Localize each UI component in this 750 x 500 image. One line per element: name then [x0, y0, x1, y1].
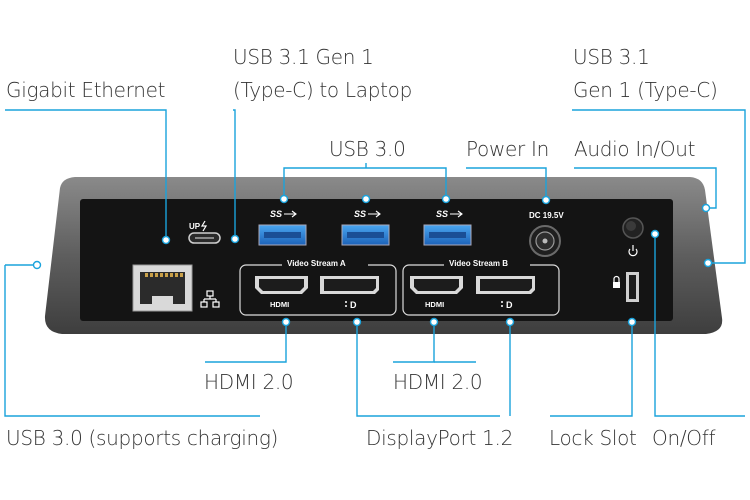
- hdmi-port-b: [410, 276, 463, 294]
- leader-ethernet: [5, 109, 167, 236]
- label-usb31-typec-line2: Gen 1 (Type-C): [573, 78, 718, 102]
- svg-text:D: D: [350, 300, 357, 310]
- label-gigabit-ethernet: Gigabit Ethernet: [6, 78, 166, 102]
- up-mark: UP: [189, 222, 201, 231]
- leader-displayport-a: [356, 323, 500, 417]
- svg-text:SS: SS: [270, 209, 282, 219]
- dot-usbc-laptop: [230, 234, 240, 244]
- displayport-a: [320, 276, 379, 294]
- lock-icon: [613, 275, 620, 288]
- label-hdmi-b: HDMI 2.0: [393, 370, 483, 394]
- leader-usb30: [283, 167, 447, 196]
- dot-usb30-charging: [32, 260, 42, 270]
- label-usb31-laptop-line2: (Type-C) to Laptop: [233, 78, 412, 102]
- label-usb30: USB 3.0: [329, 137, 406, 161]
- label-usb30-charging: USB 3.0 (supports charging): [6, 426, 279, 450]
- dot-usb30-1: [279, 194, 289, 204]
- lock-slot: [626, 272, 639, 302]
- dot-lock-slot: [627, 317, 637, 327]
- leader-power-in: [466, 167, 547, 197]
- usb-ss-logo-1: SS: [270, 209, 297, 219]
- label-displayport: DisplayPort 1.2: [366, 426, 514, 450]
- svg-text:D: D: [506, 300, 513, 310]
- ethernet-port: [132, 264, 193, 312]
- dot-on-off: [650, 229, 660, 239]
- dot-hdmi-b: [429, 317, 439, 327]
- dot-usb30-2: [361, 194, 371, 204]
- label-lock-slot: Lock Slot: [549, 426, 637, 450]
- leader-usb30-charging: [4, 265, 260, 417]
- hdmi-port-a: [255, 276, 308, 294]
- video-stream-a-title-bg: [282, 258, 368, 268]
- dot-displayport-a: [352, 317, 362, 327]
- svg-text:SS: SS: [354, 209, 366, 219]
- power-icon: [628, 245, 638, 257]
- video-stream-a-title: Video Stream A: [287, 259, 346, 268]
- leader-usbc-laptop: [233, 109, 236, 238]
- label-audio: Audio In/Out: [574, 137, 696, 161]
- dot-hdmi-a: [281, 317, 291, 327]
- dot-power-in: [541, 195, 551, 205]
- network-icon: [200, 290, 220, 308]
- leader-lock-slot: [550, 323, 633, 417]
- dot-usb30-3: [441, 194, 451, 204]
- dot-audio: [701, 203, 711, 213]
- power-button: [622, 217, 644, 239]
- usb-3-port-2: [341, 224, 390, 246]
- dot-ethernet: [161, 235, 171, 245]
- svg-text:SS: SS: [436, 209, 448, 219]
- label-hdmi-a: HDMI 2.0: [204, 370, 294, 394]
- dc-power-jack: [529, 225, 561, 257]
- leader-audio: [574, 167, 717, 209]
- dot-usb31-typec: [703, 258, 713, 268]
- dot-displayport-b: [505, 317, 515, 327]
- leader-lines: [4, 109, 746, 417]
- callout-dots: [32, 194, 713, 327]
- leader-on-off: [654, 234, 745, 417]
- hdmi-b-mark: HDMI: [425, 300, 444, 309]
- displayport-b-icon: D: [501, 300, 513, 310]
- displayport-a-icon: D: [345, 300, 357, 310]
- usb-3-port-3: [423, 224, 472, 246]
- label-usb31-typec-line1: USB 3.1: [573, 45, 650, 69]
- displayport-b: [476, 276, 535, 294]
- usb-3-port-1: [258, 224, 307, 246]
- label-on-off: On/Off: [652, 426, 716, 450]
- label-usb31-laptop-line1: USB 3.1 Gen 1: [233, 45, 374, 69]
- hdmi-a-mark: HDMI: [270, 300, 289, 309]
- usb-ss-logo-3: SS: [436, 209, 463, 219]
- video-stream-b-title-bg: [444, 258, 530, 268]
- usb-c-laptop-port: [188, 232, 221, 244]
- lightning-icon: [200, 220, 208, 232]
- video-stream-b-title: Video Stream B: [449, 259, 508, 268]
- leader-hdmi-a: [205, 323, 287, 363]
- dc-rating-text: DC 19.5V: [529, 211, 564, 220]
- label-power-in: Power In: [466, 137, 550, 161]
- leader-usb31-typec: [572, 109, 746, 264]
- usb-ss-logo-2: SS: [354, 209, 381, 219]
